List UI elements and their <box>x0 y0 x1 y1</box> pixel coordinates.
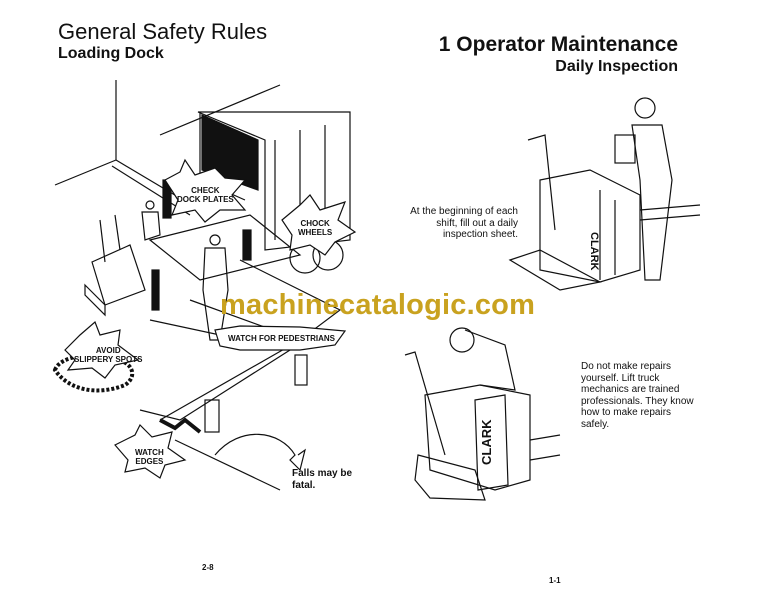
page-title: General Safety Rules <box>58 19 268 44</box>
brand-label-upper: CLARK <box>588 232 600 271</box>
brand-label-lower: CLARK <box>479 419 494 466</box>
page-subtitle: Loading Dock <box>58 45 164 62</box>
inspection-note: At the beginning of each shift, fill out… <box>410 206 518 240</box>
callout-slippery-spots: AVOID SLIPPERY SPOTS <box>74 346 143 364</box>
falls-note: Falls may be fatal. <box>292 468 353 491</box>
section-title: 1 Operator Maintenance <box>438 33 678 56</box>
page-number-left: 2-8 <box>202 563 214 572</box>
page-number-right: 1-1 <box>549 576 561 585</box>
watermark: machinecatalogic.com <box>220 289 536 321</box>
callout-chock-wheels: CHOCK WHEELS <box>298 219 333 237</box>
section-subtitle: Daily Inspection <box>555 58 678 75</box>
callout-watch-edges: WATCH EDGES <box>135 448 164 466</box>
repairs-note: Do not make repairs yourself. Lift truck… <box>581 361 694 430</box>
callout-check-dock-plates: CHECK DOCK PLATES <box>177 186 234 204</box>
callout-pedestrians: WATCH FOR PEDESTRIANS <box>228 334 335 343</box>
